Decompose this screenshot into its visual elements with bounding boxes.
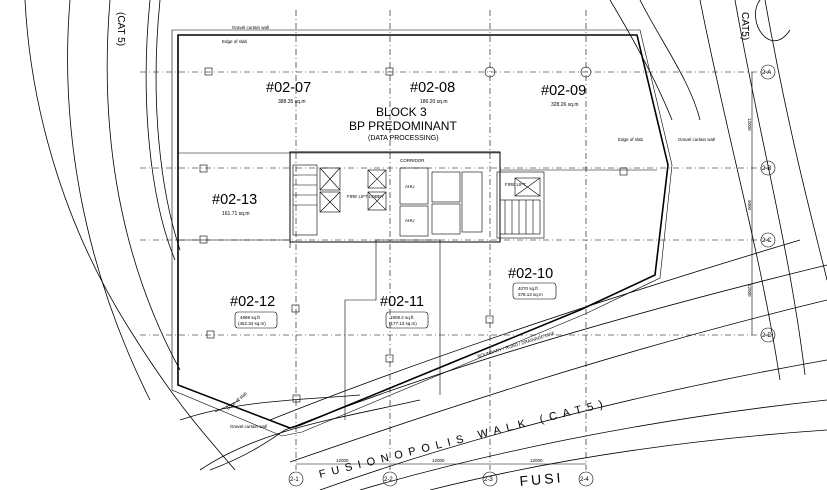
unit-02-10-area-box xyxy=(512,282,557,300)
grid-col-2-4: 2-4 xyxy=(580,477,589,483)
edge-of-slab-note-top: Edge of slab xyxy=(222,39,248,44)
unit-02-11-area-sqm: (177.13 sq.m) xyxy=(389,321,417,326)
core-block xyxy=(289,151,545,243)
unit-02-13-area: 161.71 sq.m xyxy=(222,211,250,217)
unit-02-12-area-sqm: (452.34 sq.m) xyxy=(238,321,266,326)
grid-col-2-2: 2-2 xyxy=(384,477,393,483)
block-title: BLOCK 3 xyxy=(376,105,427,119)
unit-02-11-label: #02-11 xyxy=(380,294,424,310)
grid-row-2C: 2-C xyxy=(762,238,772,244)
row-dim-3: 12000 xyxy=(747,284,752,297)
row-grid-bubbles: 2-A 2-B 2-C 2-D 12000 9000 12000 xyxy=(747,64,776,343)
block-use-note: (DATA PROCESSING) xyxy=(368,135,439,142)
unit-02-09-area: 328.26 sq.m xyxy=(551,102,579,108)
column-grid-bubbles: 2-1 2-2 2-3 2-4 12000 12000 12000 xyxy=(288,458,594,487)
unit-02-10-area-sqft: 4070 sq.ft xyxy=(518,286,539,291)
unit-02-12-label: #02-12 xyxy=(230,294,275,310)
unit-02-08-label: #02-08 xyxy=(410,80,455,96)
col-dim-3: 12000 xyxy=(530,458,543,463)
unit-02-13-label: #02-13 xyxy=(212,192,257,208)
fusionopolis-walk-road xyxy=(209,239,827,490)
gravel-curtain-wall-note-right: Gravel curtain wall xyxy=(678,137,715,142)
unit-02-08-area: 186.20 sq.m xyxy=(420,99,448,105)
edge-of-slab-note-right: Edge of slab xyxy=(618,137,644,142)
unit-02-09-label: #02-09 xyxy=(541,83,586,99)
unit-02-12-area-box xyxy=(234,311,278,329)
cat5-right-label: CAT5) xyxy=(739,12,750,40)
gravel-curtain-wall-note-bottom: Gravel curtain wall xyxy=(230,424,267,429)
fire-lift-lobby-label: FIRE LIFT LOBBY xyxy=(347,194,384,199)
boundary-line-label: BOUNDARY / ROAD / DRAINAGE LINE xyxy=(477,331,556,359)
fusionopolis-walk-label: FUSIONOPOLIS WALK (CAT5) xyxy=(318,397,610,481)
cat5-left-label: (CAT 5) xyxy=(115,12,126,46)
col-dim-2: 12000 xyxy=(432,458,445,463)
block-subtitle: BP PREDOMINANT xyxy=(349,119,457,133)
row-dim-1: 12000 xyxy=(747,118,752,131)
unit-02-10-area-sqm: 378.13 sq.m xyxy=(518,292,543,297)
row-dim-2: 9000 xyxy=(747,200,752,211)
grid-row-2B: 2-B xyxy=(762,166,771,172)
unit-02-07-label: #02-07 xyxy=(266,80,311,96)
fire-lift-label: FIRE LIFT xyxy=(505,182,526,187)
unit-02-11-area-box xyxy=(385,311,429,329)
grid-row-2D: 2-D xyxy=(762,333,772,339)
col-dim-1: 12000 xyxy=(336,458,349,463)
unit-02-10-label: #02-10 xyxy=(508,266,553,282)
grid-row-2A: 2-A xyxy=(762,70,771,76)
unit-02-11-area-sqft: 1908.2 sq.ft xyxy=(390,315,414,320)
gravel-curtain-wall-note-top: Gravel curtain wall xyxy=(232,25,269,30)
grid-col-2-1: 2-1 xyxy=(290,477,299,483)
corridor-label: CORRIDOR xyxy=(400,158,425,163)
unit-02-07-area: 388.35 sq.m xyxy=(278,99,306,105)
fusion-bottom-label: FUSI xyxy=(519,469,564,489)
right-road-curves xyxy=(609,0,827,381)
ahu-label-1: AHU xyxy=(405,184,415,189)
ahu-label-2: AHU xyxy=(405,218,415,223)
column-markers xyxy=(199,66,628,403)
grid-col-2-3: 2-3 xyxy=(484,477,493,483)
left-road-curves xyxy=(24,0,421,471)
interior-partitions xyxy=(178,152,657,420)
unit-02-12-area-sqft: 4869 sq.ft xyxy=(240,315,261,320)
